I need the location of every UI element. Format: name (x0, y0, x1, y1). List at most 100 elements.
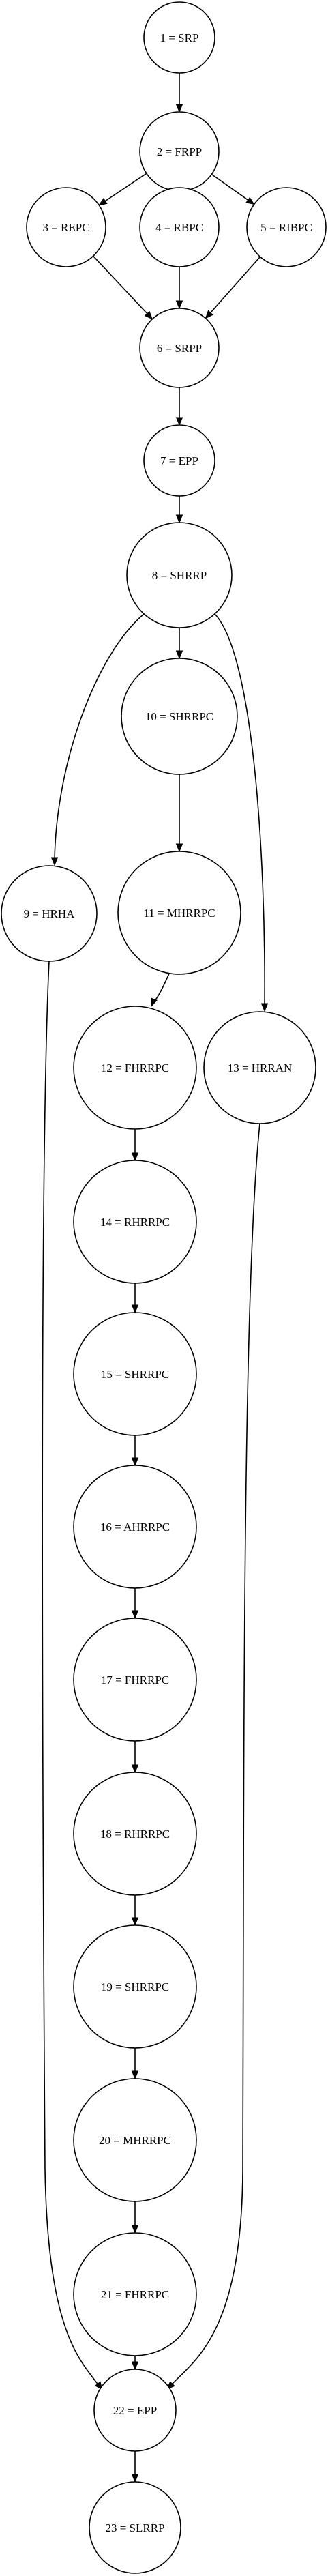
edge-1-to-2 (175, 73, 183, 113)
arrow-head (175, 514, 183, 524)
edge-line (209, 256, 261, 314)
node-label: 23 = SLRRP (105, 2521, 164, 2534)
node-circle (139, 308, 220, 388)
edge-line (152, 973, 170, 1004)
arrow-head (175, 417, 183, 426)
node-label: 22 = EPP (113, 2404, 157, 2417)
edge-line (104, 173, 147, 203)
node-circle (1, 865, 98, 962)
node-label: 20 = MHRRPC (99, 2134, 171, 2147)
node-label: 13 = HRRAN (228, 1062, 293, 1074)
node-circle (73, 1006, 197, 1130)
edge-8-to-10 (175, 628, 183, 660)
node-10: 10 = SHRRPC (121, 658, 238, 775)
node-circle (121, 658, 238, 775)
node-circle (126, 522, 233, 628)
node-5: 5 = RIBPC (246, 187, 327, 267)
edge-22-to-23 (131, 2451, 139, 2483)
edges-layer (42, 73, 269, 2483)
node-circle (73, 1618, 197, 1742)
arrow-head (131, 2225, 139, 2234)
node-circle (139, 187, 220, 267)
node-18: 18 = RHRRPC (73, 1772, 197, 1896)
edge-18-to-19 (131, 1895, 139, 1927)
node-circle (73, 1465, 197, 1589)
node-label: 15 = SHRRPC (101, 1368, 169, 1381)
edge-6-to-7 (175, 387, 183, 426)
edge-8-to-9 (50, 613, 145, 866)
node-label: 17 = FHRRPC (101, 1673, 169, 1686)
node-label: 21 = FHRRPC (101, 2288, 169, 2301)
edge-line (211, 173, 250, 201)
node-label: 9 = HRHA (24, 907, 75, 920)
node-circle (73, 1312, 197, 1436)
arrow-head (205, 310, 214, 319)
node-label: 12 = FHRRPC (101, 1062, 169, 1074)
arrow-head (131, 1457, 139, 1467)
node-14: 14 = RHRRPC (73, 1160, 197, 1284)
node-23: 23 = SLRRP (89, 2481, 181, 2574)
node-3: 3 = REPC (26, 187, 106, 267)
node-circle (73, 1924, 197, 2049)
arrow-head (144, 310, 153, 320)
node-circle (73, 2232, 197, 2356)
arrow-head (245, 196, 255, 205)
edge-2-to-3 (98, 173, 147, 206)
arrow-head (131, 1917, 139, 1927)
edge-line (42, 961, 100, 2386)
node-2: 2 = FRPP (139, 111, 220, 192)
arrow-head (131, 1152, 139, 1162)
node-circle (26, 187, 106, 267)
arrow-head (131, 1610, 139, 1620)
node-circle (73, 1772, 197, 1896)
edge-5-to-6 (205, 256, 261, 319)
edge-16-to-17 (131, 1588, 139, 1620)
edge-12-to-14 (131, 1129, 139, 1162)
edge-17-to-18 (131, 1741, 139, 1774)
node-11: 11 = MHRRPC (117, 851, 241, 975)
edge-21-to-22 (131, 2356, 139, 2371)
node-label: 19 = SHRRPC (101, 1980, 169, 1993)
arrow-head (131, 1764, 139, 1774)
node-20: 20 = MHRRPC (73, 2078, 197, 2202)
node-label: 2 = FRPP (157, 145, 202, 158)
arrow-head (98, 198, 108, 206)
node-circle (246, 187, 327, 267)
edge-line (93, 255, 149, 315)
node-16: 16 = AHRRPC (73, 1465, 197, 1589)
edge-19-to-20 (131, 2048, 139, 2080)
node-label: 10 = SHRRPC (145, 710, 213, 723)
arrow-head (131, 1304, 139, 1314)
node-circle (143, 1, 215, 74)
node-21: 21 = FHRRPC (73, 2232, 197, 2356)
node-label: 7 = EPP (160, 454, 198, 467)
node-label: 16 = AHRRPC (100, 1521, 170, 1534)
edge-10-to-11 (175, 774, 183, 853)
node-label: 18 = RHRRPC (100, 1828, 170, 1841)
node-9: 9 = HRHA (1, 865, 98, 962)
node-8: 8 = SHRRP (126, 522, 233, 628)
arrow-head (175, 104, 183, 113)
node-6: 6 = SRPP (139, 308, 220, 388)
node-13: 13 = HRRAN (203, 1011, 316, 1124)
edge-7-to-8 (175, 496, 183, 524)
node-label: 5 = RIBPC (260, 221, 312, 234)
node-circle (93, 2369, 177, 2452)
node-4: 4 = RBPC (139, 187, 220, 267)
arrow-head (175, 843, 183, 853)
arrow-head (131, 2361, 139, 2371)
node-19: 19 = SHRRPC (73, 1924, 197, 2049)
edge-line (214, 613, 265, 1008)
edge-14-to-15 (131, 1283, 139, 1314)
node-circle (73, 2078, 197, 2202)
edge-3-to-6 (93, 255, 153, 320)
edge-8-to-13 (214, 613, 269, 1012)
arrow-head (131, 2474, 139, 2483)
node-12: 12 = FHRRPC (73, 1006, 197, 1130)
node-circle (117, 851, 241, 975)
arrow-head (131, 2070, 139, 2080)
node-7: 7 = EPP (143, 424, 215, 497)
node-17: 17 = FHRRPC (73, 1618, 197, 1742)
node-label: 1 = SRP (160, 31, 199, 44)
